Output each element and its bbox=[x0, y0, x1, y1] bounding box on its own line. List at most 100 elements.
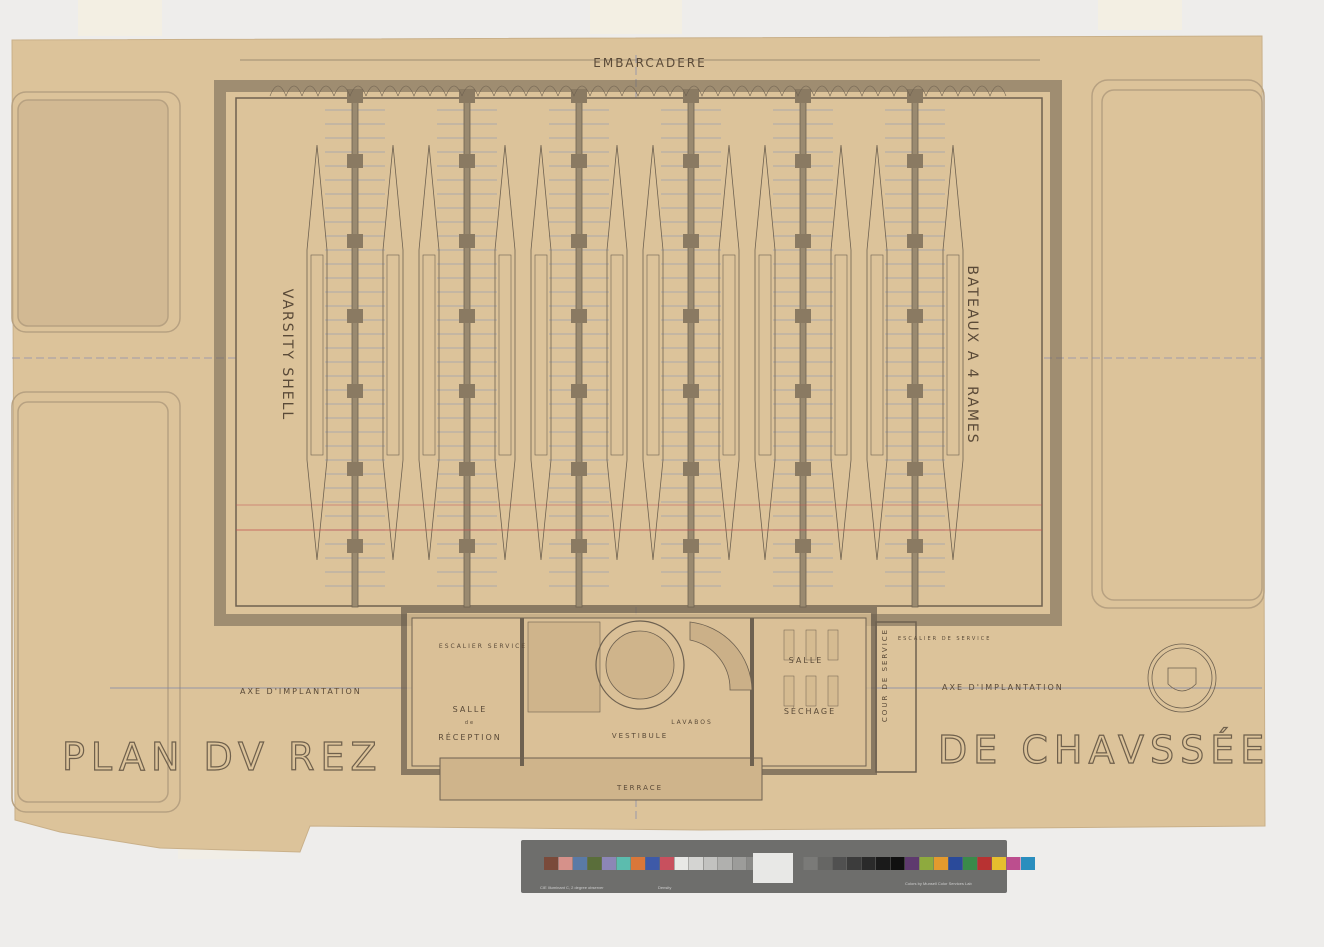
color-swatch bbox=[573, 857, 587, 870]
boat-hull bbox=[418, 144, 440, 561]
color-swatch bbox=[631, 857, 645, 870]
bay bbox=[866, 89, 964, 608]
color-swatch bbox=[732, 857, 747, 870]
tape bbox=[1098, 0, 1182, 30]
pillar bbox=[683, 234, 699, 248]
pillar bbox=[571, 384, 587, 398]
color-swatch bbox=[890, 857, 905, 870]
boat-seats bbox=[610, 254, 624, 456]
door-swing bbox=[525, 85, 559, 97]
lavabos-label: LAVABOS bbox=[671, 719, 713, 726]
color-swatch bbox=[674, 857, 689, 870]
boat-hull bbox=[642, 144, 664, 561]
pillar bbox=[347, 539, 363, 553]
boat-hull bbox=[718, 144, 740, 561]
pillar bbox=[683, 539, 699, 553]
card-illuminant: CIE Illuminant C, 2 degree observer bbox=[540, 885, 604, 890]
boat-hull bbox=[866, 144, 888, 561]
boat-hull bbox=[754, 144, 776, 561]
color-swatch bbox=[689, 857, 703, 870]
axis-right-label: AXE D'IMPLANTATION bbox=[942, 683, 1064, 692]
tape bbox=[78, 0, 162, 36]
door-swing bbox=[397, 85, 431, 97]
reception-label-3: RÉCEPTION bbox=[438, 731, 502, 742]
door-swing bbox=[333, 85, 367, 97]
door-swing bbox=[461, 85, 495, 97]
tape bbox=[590, 0, 682, 34]
service-stair-2-label: ESCALIER DE SERVICE bbox=[898, 636, 991, 642]
site-blocks bbox=[11, 79, 1265, 813]
color-swatch bbox=[718, 857, 732, 870]
pillar bbox=[347, 234, 363, 248]
color-swatch bbox=[660, 857, 674, 870]
boat-hull bbox=[382, 144, 404, 561]
pillar bbox=[459, 89, 475, 103]
door-swing bbox=[653, 85, 687, 97]
door-swing bbox=[717, 85, 751, 97]
boat-seats bbox=[834, 254, 848, 456]
pillar bbox=[683, 154, 699, 168]
door-swing bbox=[557, 85, 591, 97]
bay bbox=[754, 89, 852, 608]
boat-seats bbox=[310, 254, 324, 456]
color-swatch bbox=[948, 857, 963, 870]
pillar bbox=[683, 89, 699, 103]
front-annex bbox=[401, 607, 917, 801]
pillar bbox=[795, 234, 811, 248]
color-swatch bbox=[818, 857, 832, 870]
boat-seats bbox=[422, 254, 436, 456]
pillar bbox=[347, 384, 363, 398]
color-swatch bbox=[977, 857, 992, 870]
pillar bbox=[907, 154, 923, 168]
pillar bbox=[907, 89, 923, 103]
pillar bbox=[795, 154, 811, 168]
embarcadere-label: EMBARCADERE bbox=[593, 56, 706, 70]
pillar bbox=[795, 462, 811, 476]
title-left: PLAN DV REZ bbox=[62, 735, 383, 779]
door-swing bbox=[877, 85, 911, 97]
boat-hull bbox=[494, 144, 516, 561]
color-swatch bbox=[602, 857, 616, 870]
pillar bbox=[347, 309, 363, 323]
boat-seats bbox=[498, 254, 512, 456]
pillar bbox=[795, 384, 811, 398]
boat-hull bbox=[830, 144, 852, 561]
embarcadere-doors bbox=[269, 85, 1007, 97]
crest-emblem bbox=[1147, 643, 1217, 713]
pillar bbox=[907, 234, 923, 248]
color-swatch bbox=[847, 857, 861, 870]
pillar bbox=[907, 309, 923, 323]
color-swatch bbox=[544, 857, 558, 870]
pillar bbox=[683, 462, 699, 476]
pillar bbox=[795, 539, 811, 553]
color-calibration-card: CIE Illuminant C, 2 degree observer Dens… bbox=[521, 840, 1035, 893]
service-stair-label: ESCALIER SERVICE bbox=[439, 643, 527, 650]
card-density: Density bbox=[658, 885, 671, 890]
color-swatch bbox=[1006, 857, 1021, 870]
color-swatch bbox=[992, 857, 1006, 870]
varsity-shell-label: VARSITY SHELL bbox=[279, 289, 295, 421]
bay bbox=[418, 89, 516, 608]
title-right: DE CHAVSSÉE bbox=[938, 728, 1270, 772]
pillar bbox=[571, 462, 587, 476]
service-court-label: COUR DE SERVICE bbox=[881, 628, 889, 722]
pillar bbox=[571, 154, 587, 168]
pillar bbox=[347, 154, 363, 168]
card-credit: Colors by Munsell Color Services Lab bbox=[905, 881, 972, 886]
pillar bbox=[907, 539, 923, 553]
door-swing bbox=[749, 85, 783, 97]
bay bbox=[306, 89, 404, 608]
pillar bbox=[571, 309, 587, 323]
pillar bbox=[907, 462, 923, 476]
door-swing bbox=[813, 85, 847, 97]
pillar bbox=[459, 154, 475, 168]
bateaux-label: BATEAUX A 4 RAMES bbox=[964, 265, 980, 444]
boathouse-walls bbox=[214, 80, 1062, 626]
bay bbox=[530, 89, 628, 608]
door-swing bbox=[301, 85, 335, 97]
reception-label-1: SALLE bbox=[453, 705, 488, 714]
color-swatch bbox=[1021, 857, 1035, 870]
pillar bbox=[907, 384, 923, 398]
pillar bbox=[347, 462, 363, 476]
pillar bbox=[683, 309, 699, 323]
